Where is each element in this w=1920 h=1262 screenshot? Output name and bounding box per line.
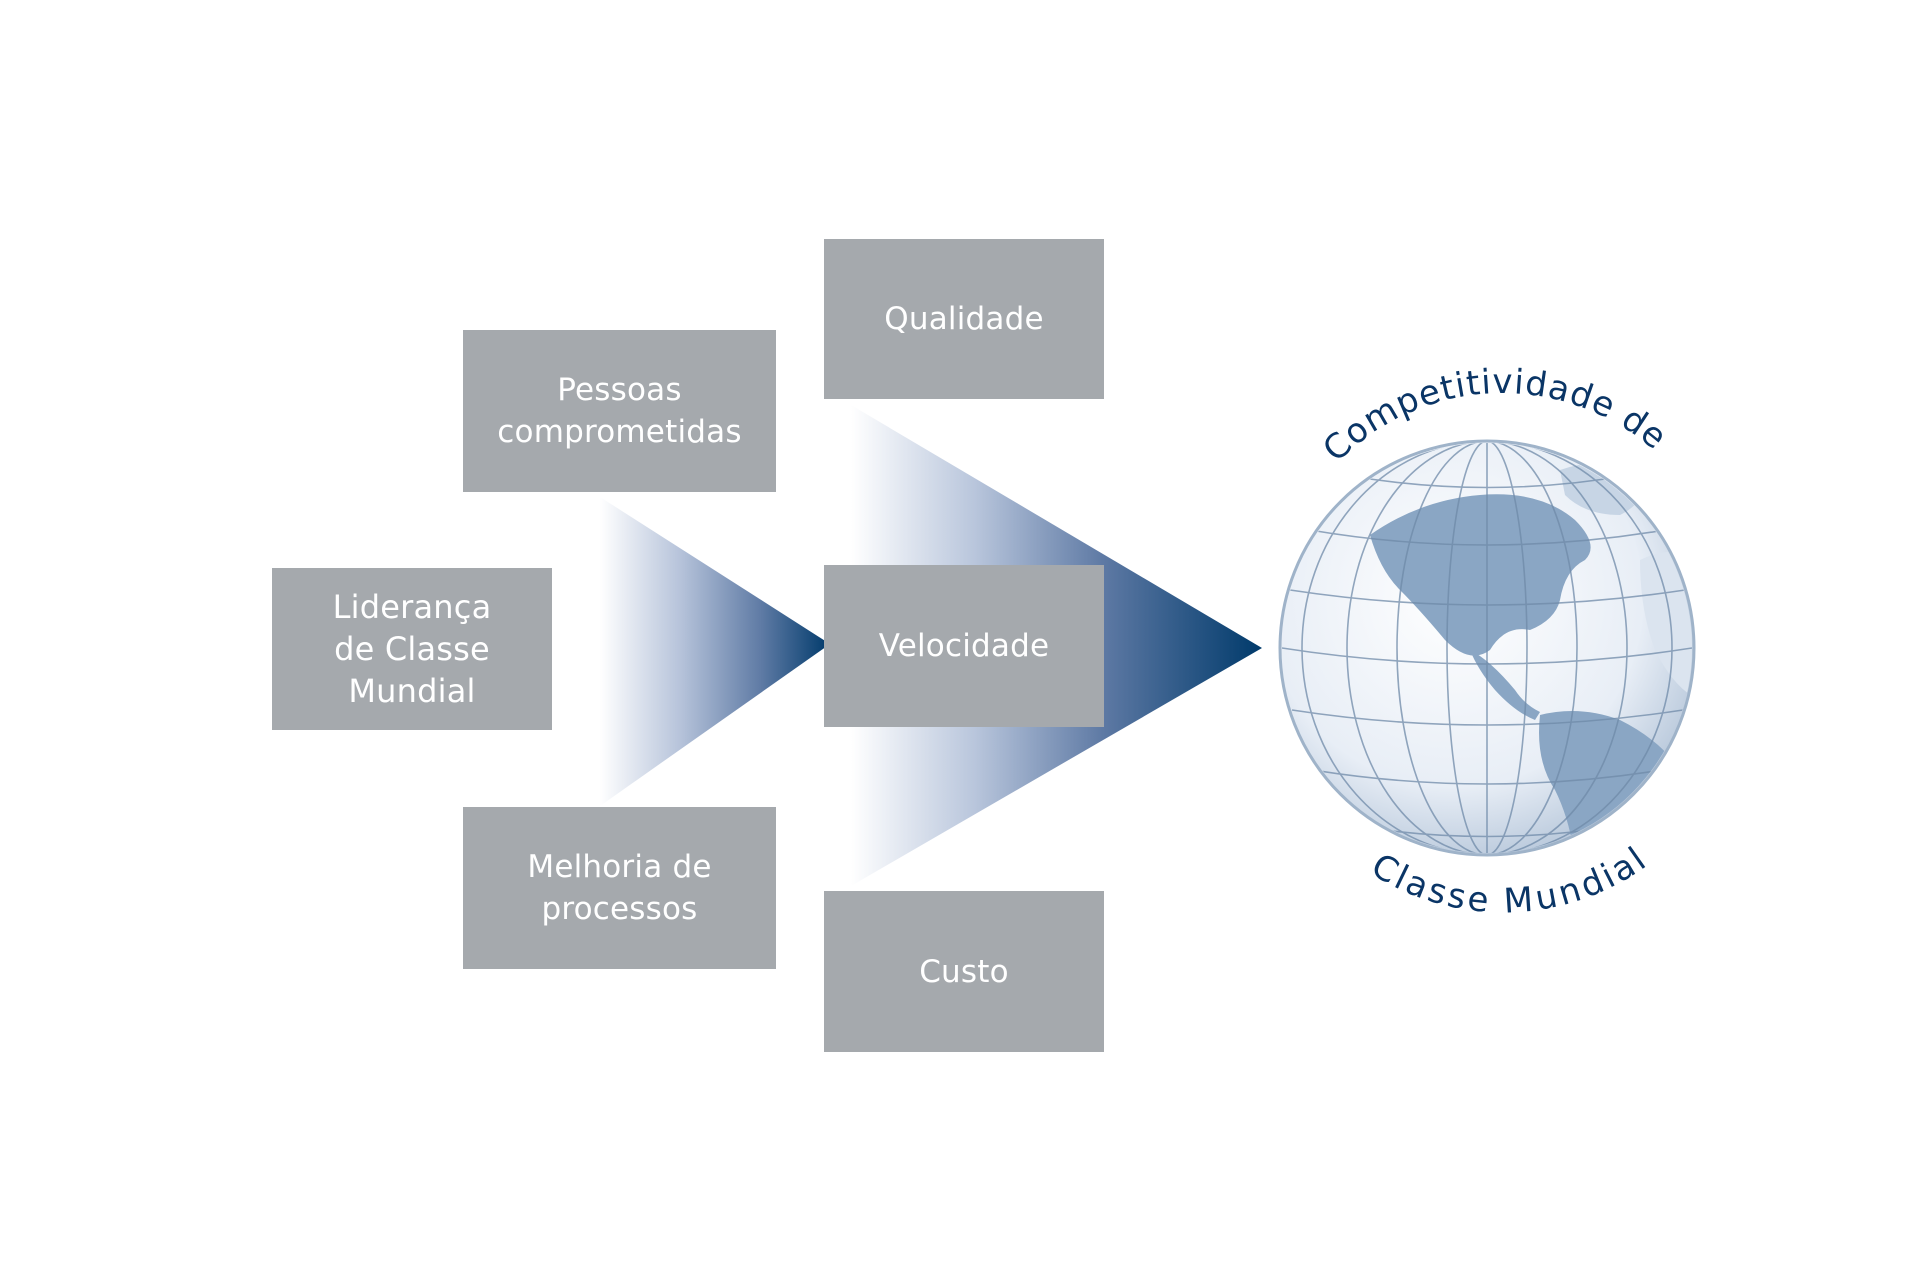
box-qualidade: Qualidade <box>824 239 1104 399</box>
box-label-line: Qualidade <box>884 301 1044 337</box>
box-melhoria-processos: Melhoria de processos <box>463 807 776 969</box>
box-custo: Custo <box>824 891 1104 1052</box>
box-label-line: de Classe <box>334 630 490 668</box>
box-label-line: Velocidade <box>878 628 1050 664</box>
box-pessoas-comprometidas: Pessoas comprometidas <box>463 330 776 492</box>
globe-americas-icon <box>1278 439 1696 857</box>
box-label-line: Mundial <box>348 672 476 710</box>
box-label-line: Melhoria de <box>527 849 712 885</box>
box-label-line: comprometidas <box>497 414 742 450</box>
box-label-line: Custo <box>919 953 1009 990</box>
box-lideranca-classe-mundial: Liderança de Classe Mundial <box>272 568 552 730</box>
box-label-line: Pessoas <box>557 372 682 408</box>
box-label-line: Liderança <box>332 588 492 626</box>
box-velocidade: Velocidade <box>824 565 1104 727</box>
arrow-inputs-to-velocidade <box>600 497 830 806</box>
box-label-line: processos <box>541 891 698 927</box>
